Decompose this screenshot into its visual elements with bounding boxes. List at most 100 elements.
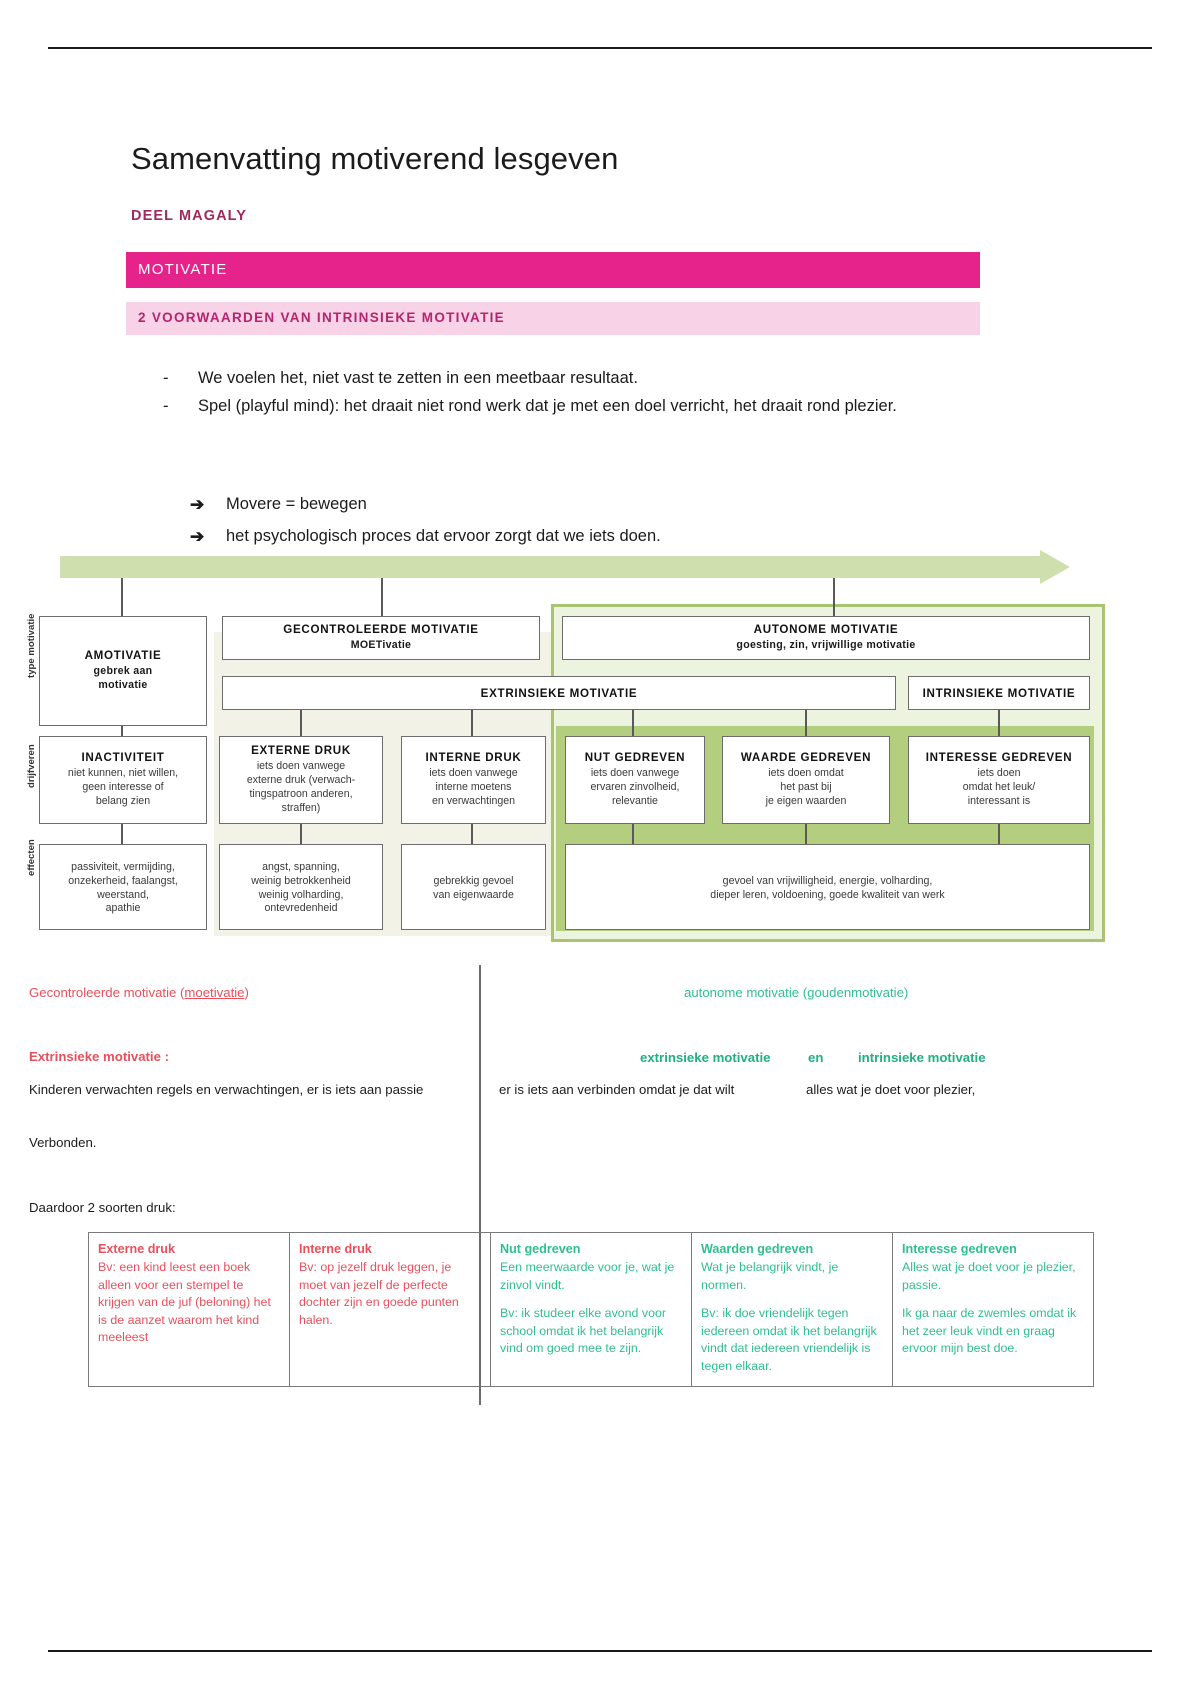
box-title: INTERNE DRUK: [425, 751, 522, 765]
diagram-arrow-icon: [1040, 550, 1070, 584]
arrow-list: ➔ Movere = bewegen ➔ het psychologisch p…: [190, 491, 1010, 550]
box-text: angst, spanning, weinig betrokkenheid we…: [251, 860, 351, 915]
column-body: Bv: op jezelf druk leggen, je moet van j…: [299, 1259, 481, 1329]
connector-line: [471, 824, 473, 844]
box-subtitle: iets doen vanwege ervaren zinvolheid, re…: [590, 767, 680, 807]
header-rule: [48, 47, 1152, 49]
left-heading-underlined: moetivatie: [184, 985, 245, 1000]
bullet-text: We voelen het, niet vast te zetten in ee…: [198, 369, 638, 387]
heading-band-motivatie: MOTIVATIE: [126, 252, 980, 288]
connector-line: [805, 824, 807, 844]
box-nut-gedreven: NUT GEDREVEN iets doen vanwege ervaren z…: [565, 736, 705, 824]
connector-line: [471, 710, 473, 748]
subheading-band-label: 2 VOORWAARDEN VAN INTRINSIEKE MOTIVATIE: [138, 310, 505, 325]
column-header: Waarden gedreven: [701, 1242, 814, 1256]
axis-label-type-motivatie: type motivatie: [26, 613, 37, 678]
right-label-intrinsieke: intrinsieke motivatie: [858, 1050, 986, 1065]
box-title: AUTONOME MOTIVATIE: [753, 623, 899, 637]
box-subtitle: iets doen omdat het past bij je eigen wa…: [765, 767, 847, 807]
left-heading-gecontroleerde: Gecontroleerde motivatie (moetivatie): [29, 983, 249, 1003]
box-title: INTERESSE GEDREVEN: [925, 751, 1073, 765]
box-text: gebrekkig gevoel van eigenwaarde: [433, 874, 514, 901]
box-subtitle: gebrek aan motivatie: [93, 665, 153, 691]
right-label-and: en: [808, 1050, 824, 1065]
box-effect-amotivatie: passiviteit, vermijding, onzekerheid, fa…: [39, 844, 207, 930]
cell-paragraph: Bv: een kind leest een boek alleen voor …: [98, 1260, 271, 1345]
cell-paragraph: Een meerwaarde voor je, wat je zinvol vi…: [500, 1260, 675, 1292]
table-column-interesse-gedreven: Interesse gedreven Alles wat je doet voo…: [892, 1232, 1094, 1387]
box-title: WAARDE GEDREVEN: [740, 751, 872, 765]
box-externe-druk: EXTERNE DRUK iets doen vanwege externe d…: [219, 736, 383, 824]
left-heading-suffix: ): [244, 985, 249, 1000]
examples-table: Externe druk Bv: een kind leest een boek…: [88, 1232, 1094, 1387]
box-interne-druk: INTERNE DRUK iets doen vanwege interne m…: [401, 736, 546, 824]
box-title: INACTIVITEIT: [81, 751, 165, 765]
box-title: EXTERNE DRUK: [251, 744, 351, 758]
box-subtitle: niet kunnen, niet willen, geen interesse…: [67, 767, 179, 807]
connector-line: [121, 824, 123, 844]
column-header: Externe druk: [98, 1242, 175, 1256]
box-title: EXTRINSIEKE MOTIVATIE: [480, 686, 638, 700]
left-body-verbonden: Verbonden.: [29, 1135, 97, 1150]
column-body: Een meerwaarde voor je, wat je zinvol vi…: [500, 1259, 682, 1358]
cell-paragraph: Ik ga naar de zwemles omdat ik het zeer …: [902, 1306, 1077, 1356]
box-subtitle: iets doen omdat het leuk/ interessant is: [962, 767, 1036, 807]
bullet-marker: -: [163, 397, 169, 416]
box-interesse-gedreven: INTERESSE GEDREVEN iets doen omdat het l…: [908, 736, 1090, 824]
cell-paragraph: Alles wat je doet voor je plezier, passi…: [902, 1260, 1076, 1292]
connector-line: [121, 578, 123, 616]
box-extrinsieke-motivatie: EXTRINSIEKE MOTIVATIE: [222, 676, 896, 710]
left-label-extrinsieke: Extrinsieke motivatie :: [29, 1049, 169, 1064]
bullet-list: - We voelen het, niet vast te zetten in …: [163, 366, 983, 419]
arrow-right-icon: ➔: [190, 495, 205, 514]
section-subheading: DEEL MAGALY: [131, 208, 248, 224]
box-subtitle: iets doen vanwege externe druk (verwach-…: [246, 760, 356, 814]
box-effect-externe-druk: angst, spanning, weinig betrokkenheid we…: [219, 844, 383, 930]
motivation-diagram: type motivatie drijfveren effecten AMOTI…: [0, 550, 1118, 954]
heading-band-label: MOTIVATIE: [138, 261, 228, 278]
box-gecontroleerde-motivatie: GECONTROLEERDE MOTIVATIE MOETivatie: [222, 616, 540, 660]
table-column-interne-druk: Interne druk Bv: op jezelf druk leggen, …: [289, 1232, 490, 1387]
list-item: - We voelen het, niet vast te zetten in …: [163, 366, 983, 390]
table-column-nut-gedreven: Nut gedreven Een meerwaarde voor je, wat…: [490, 1232, 691, 1387]
list-item: ➔ het psychologisch proces dat ervoor zo…: [190, 523, 1010, 550]
diagram-top-band: [60, 556, 1045, 578]
connector-line: [300, 710, 302, 748]
box-subtitle: MOETivatie: [350, 639, 412, 652]
column-header: Interesse gedreven: [902, 1242, 1017, 1256]
axis-label-effecten: effecten: [26, 839, 37, 876]
right-heading-autonome: autonome motivatie (goudenmotivatie): [684, 985, 909, 1000]
column-header: Interne druk: [299, 1242, 372, 1256]
footer-rule: [48, 1650, 1152, 1652]
list-item: ➔ Movere = bewegen: [190, 491, 1010, 518]
right-label-extrinsieke: extrinsieke motivatie: [640, 1050, 771, 1065]
cell-paragraph: Wat je belangrijk vindt, je normen.: [701, 1260, 839, 1292]
box-title: AMOTIVATIE: [84, 649, 162, 663]
column-body: Wat je belangrijk vindt, je normen. Bv: …: [701, 1259, 883, 1376]
arrow-text: Movere = bewegen: [226, 495, 367, 513]
box-inactiviteit: INACTIVITEIT niet kunnen, niet willen, g…: [39, 736, 207, 824]
box-waarde-gedreven: WAARDE GEDREVEN iets doen omdat het past…: [722, 736, 890, 824]
column-header: Nut gedreven: [500, 1242, 581, 1256]
arrow-right-icon: ➔: [190, 527, 205, 547]
connector-line: [998, 710, 1000, 748]
box-subtitle: goesting, zin, vrijwillige motivatie: [736, 639, 916, 652]
box-title: INTRINSIEKE MOTIVATIE: [922, 686, 1076, 700]
arrow-text: het psychologisch proces dat ervoor zorg…: [226, 527, 661, 546]
box-intrinsieke-motivatie: INTRINSIEKE MOTIVATIE: [908, 676, 1090, 710]
connector-line: [998, 824, 1000, 844]
column-body: Alles wat je doet voor je plezier, passi…: [902, 1259, 1084, 1358]
cell-paragraph: Bv: ik doe vriendelijk tegen iedereen om…: [701, 1306, 877, 1374]
list-item: - Spel (playful mind): het draait niet r…: [163, 394, 983, 418]
right-body-verbinden: er is iets aan verbinden omdat je dat wi…: [499, 1082, 735, 1097]
left-heading-prefix: Gecontroleerde motivatie (: [29, 985, 185, 1000]
left-body-soorten-druk: Daardoor 2 soorten druk:: [29, 1200, 176, 1215]
box-effect-autonoom: gevoel van vrijwilligheid, energie, volh…: [565, 844, 1090, 930]
axis-label-drijfveren: drijfveren: [26, 744, 37, 788]
table-column-waarden-gedreven: Waarden gedreven Wat je belangrijk vindt…: [691, 1232, 892, 1387]
subheading-band-voorwaarden: 2 VOORWAARDEN VAN INTRINSIEKE MOTIVATIE: [126, 302, 980, 335]
column-body: Bv: een kind leest een boek alleen voor …: [98, 1259, 280, 1347]
connector-line: [833, 578, 835, 616]
box-text: gevoel van vrijwilligheid, energie, volh…: [710, 874, 945, 901]
